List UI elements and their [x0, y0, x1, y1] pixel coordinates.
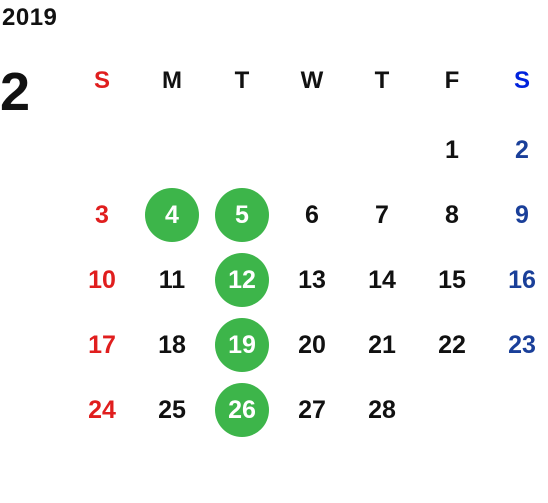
day-10: 10 — [88, 265, 116, 294]
day-27: 27 — [298, 395, 326, 424]
day-8: 8 — [445, 200, 459, 229]
day-6: 6 — [305, 200, 319, 229]
day-24: 24 — [88, 395, 116, 424]
highlighted-day-12: 12 — [215, 253, 269, 307]
day-9: 9 — [515, 200, 529, 229]
highlighted-day-4: 4 — [145, 188, 199, 242]
weekday-saturday: S — [513, 67, 530, 94]
day-25: 25 — [158, 395, 186, 424]
month-number: 2 — [0, 62, 31, 122]
day-13: 13 — [298, 265, 326, 294]
highlighted-day-26: 26 — [215, 383, 269, 437]
day-17: 17 — [88, 330, 116, 359]
day-18: 18 — [158, 330, 186, 359]
highlighted-day-5: 5 — [215, 188, 269, 242]
day-21: 21 — [368, 330, 396, 359]
highlighted-day-19: 19 — [215, 318, 269, 372]
weekday-wednesday: W — [300, 67, 324, 94]
day-22: 22 — [438, 330, 466, 359]
day-16: 16 — [508, 265, 536, 294]
day-2: 2 — [515, 135, 529, 164]
day-11: 11 — [158, 265, 186, 294]
year-label: 2019 — [2, 4, 58, 31]
weekday-monday: M — [162, 67, 182, 94]
weekday-tuesday: T — [234, 67, 250, 94]
weekday-friday: F — [444, 67, 460, 94]
day-1: 1 — [445, 135, 459, 164]
weekday-sunday: S — [93, 67, 110, 94]
day-3: 3 — [95, 200, 109, 229]
day-14: 14 — [368, 265, 396, 294]
day-15: 15 — [438, 265, 466, 294]
day-20: 20 — [298, 330, 326, 359]
weekday-thursday: T — [374, 67, 390, 94]
day-7: 7 — [375, 200, 389, 229]
day-28: 28 — [368, 395, 396, 424]
day-23: 23 — [508, 330, 536, 359]
